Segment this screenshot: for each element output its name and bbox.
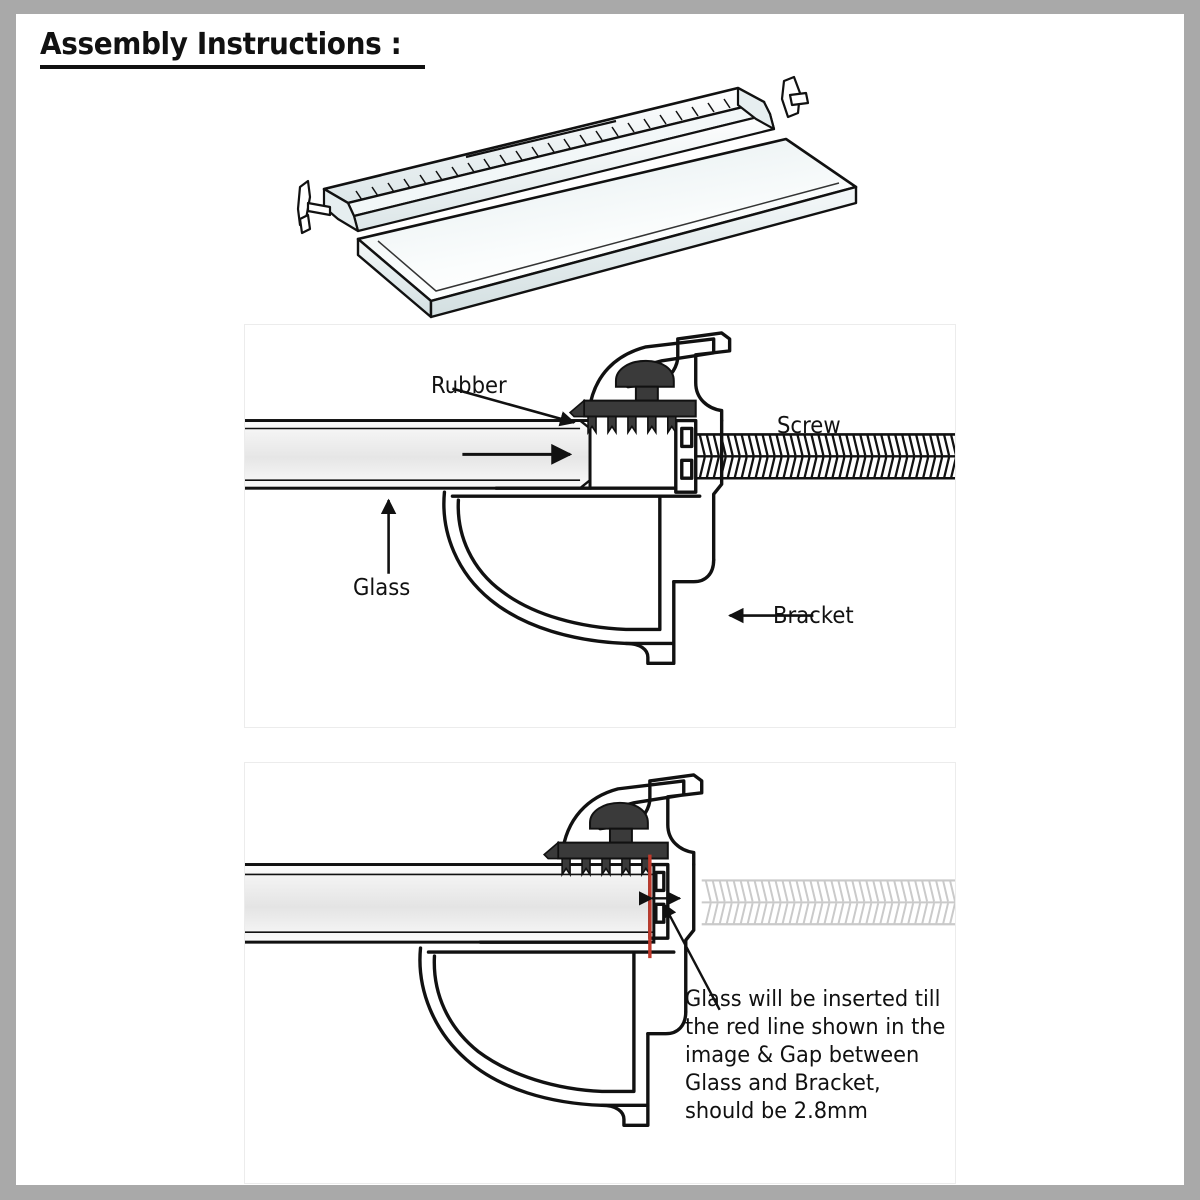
- label-screw: Screw: [777, 413, 841, 439]
- rubber-gasket-2: [542, 801, 669, 878]
- rail-slot-line: [465, 119, 617, 159]
- label-rubber: Rubber: [431, 373, 507, 399]
- bracket-rail-part: [322, 86, 776, 233]
- insertion-note-line-1: Glass will be inserted till: [685, 986, 941, 1012]
- glass-shelf-part: [356, 137, 858, 319]
- cross-section-svg: [245, 331, 955, 666]
- screw-left-part: [296, 179, 332, 235]
- label-bracket: Bracket: [773, 603, 854, 629]
- exploded-assembly-svg: [296, 75, 858, 319]
- insertion-note-line-5: should be 2.8mm: [685, 1098, 868, 1124]
- rubber-leader-arrow: [452, 387, 576, 427]
- insertion-note-line-2: the red line shown in the: [685, 1014, 946, 1040]
- cross-section-panel: Rubber Screw Glass Bracket: [244, 324, 956, 728]
- insertion-note: Glass will be inserted till the red line…: [685, 985, 955, 1125]
- glass-bar-body-2: [245, 863, 656, 944]
- screw-threads: [698, 434, 955, 479]
- red-line-note-panel: Glass will be inserted till the red line…: [244, 762, 956, 1184]
- insertion-note-line-4: Glass and Bracket,: [685, 1070, 881, 1096]
- rail-right-endcap: [736, 86, 776, 131]
- glass-front-edge: [429, 185, 858, 319]
- rail-rubber-hatching: [355, 98, 731, 201]
- glass-bar-endcap: [579, 419, 592, 490]
- exploded-assembly-figure: [286, 69, 926, 319]
- instruction-sheet: Assembly Instructions :: [16, 14, 1184, 1185]
- page-title-block: Assembly Instructions :: [40, 27, 429, 69]
- screw-right-part: [780, 75, 810, 119]
- rubber-gasket: [568, 359, 697, 436]
- screw-shank-faded: [701, 879, 955, 926]
- red-line-cross-section-svg: [245, 773, 955, 1127]
- title-underline: [40, 65, 425, 69]
- page-title: Assembly Instructions :: [40, 27, 402, 62]
- label-glass: Glass: [353, 575, 411, 601]
- callout-arrows: [380, 387, 814, 624]
- insertion-note-line-3: image & Gap between: [685, 1042, 920, 1068]
- note-leader-arrow: [662, 903, 721, 1011]
- bracket-profile-2: [418, 773, 704, 1127]
- screw-shank: [695, 433, 955, 480]
- glass-bar-2: [245, 863, 656, 944]
- glass-bevel-line: [377, 182, 840, 292]
